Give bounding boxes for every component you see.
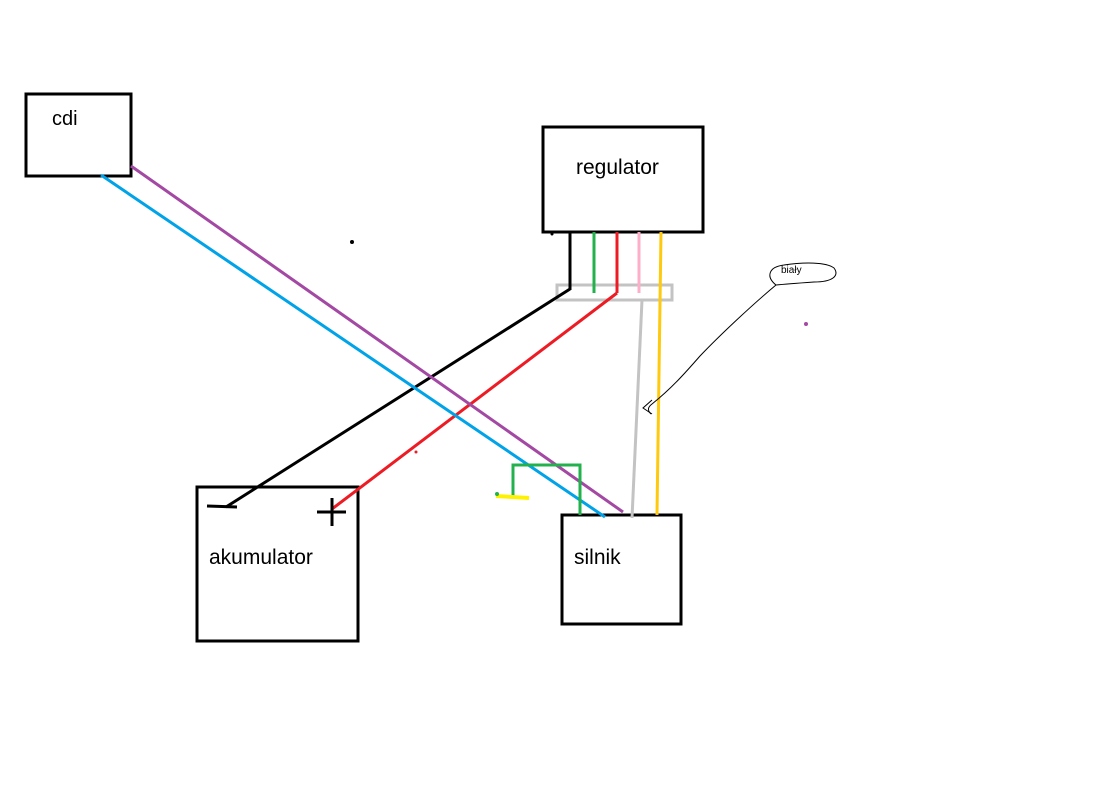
regulator-connector [555,283,674,302]
cdi-label: cdi [52,108,78,130]
wire-black-to-battery [225,287,571,509]
annotation-bubble [769,262,837,286]
wire-gray [630,299,644,519]
stray-dot [414,450,418,454]
cdi-box [24,92,133,178]
annotation-bialy-label: biały [781,265,802,276]
wire-green-loop [511,463,582,515]
stray-dot [350,240,354,244]
annotation-arrow [648,284,777,415]
akumulator-label: akumulator [209,546,313,569]
wire-purple [130,164,624,514]
regulator-label: regulator [576,156,659,179]
stray-dot [550,232,554,236]
stray-dot [804,322,808,326]
ground-dot [495,492,499,496]
regulator-box [541,125,705,234]
wire-yellow [655,231,663,516]
wire-red-to-battery [331,291,618,511]
silnik-box [560,513,683,626]
wire-blue [100,173,606,519]
silnik-label: silnik [574,546,621,569]
annotation-arrowhead [642,399,653,415]
wire-yellow-ground [495,494,530,500]
battery-minus-symbol [206,504,238,509]
akumulator-box [195,485,360,643]
